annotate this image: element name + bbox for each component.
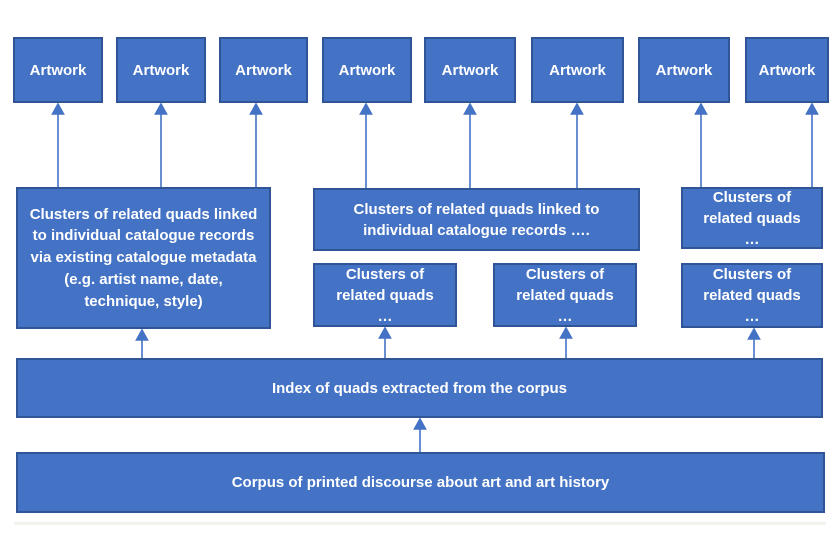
arrow-head (559, 326, 573, 339)
arrow-head (570, 102, 584, 115)
page-edge-line (14, 522, 826, 525)
artwork-box-5: Artwork (424, 37, 516, 103)
artwork-box-1: Artwork (13, 37, 103, 103)
cluster-small-label: Clusters of related quads … (516, 265, 614, 325)
artwork-label: Artwork (29, 61, 87, 79)
arrow-head (51, 102, 65, 115)
arrow-head (463, 102, 477, 115)
cluster-small-box-2: Clusters of related quads … (493, 263, 637, 327)
cluster-small-label: Clusters of related quads … (703, 188, 801, 248)
arrow-head (249, 102, 263, 115)
arrow-head (135, 328, 149, 341)
artwork-box-7: Artwork (638, 37, 730, 103)
index-label: Index of quads extracted from the corpus (271, 379, 568, 397)
arrow-head (805, 102, 819, 115)
cluster-left-label: Clusters of related quads linked to indi… (29, 205, 258, 310)
artwork-label: Artwork (549, 61, 606, 79)
arrow-head (359, 102, 373, 115)
cluster-wide-label: Clusters of related quads linked to indi… (353, 200, 600, 239)
artwork-label: Artwork (132, 61, 190, 79)
cluster-small-label: Clusters of related quads … (703, 266, 801, 325)
artwork-box-6: Artwork (531, 37, 624, 103)
cluster-small-box-3: Clusters of related quads … (681, 187, 823, 249)
artwork-label: Artwork (655, 61, 713, 79)
artwork-box-8: Artwork (745, 37, 829, 103)
artwork-box-2: Artwork (116, 37, 206, 103)
corpus-label: Corpus of printed discourse about art an… (231, 474, 610, 491)
cluster-small-label: Clusters of related quads … (336, 265, 434, 325)
cluster-small-box-4: Clusters of related quads … (681, 263, 823, 328)
cluster-left-box: Clusters of related quads linked to indi… (16, 187, 271, 329)
artwork-box-3: Artwork (219, 37, 308, 103)
cluster-small-box-1: Clusters of related quads … (313, 263, 457, 327)
arrow-head (154, 102, 168, 115)
arrow-head (694, 102, 708, 115)
artwork-label: Artwork (235, 61, 292, 79)
arrow-head (747, 327, 761, 340)
artwork-box-4: Artwork (322, 37, 412, 103)
arrow-head (413, 417, 427, 430)
index-box: Index of quads extracted from the corpus (16, 358, 823, 418)
artwork-label: Artwork (758, 61, 816, 79)
artwork-label: Artwork (441, 61, 499, 79)
arrow-head (378, 326, 392, 339)
corpus-box: Corpus of printed discourse about art an… (16, 452, 825, 513)
cluster-wide-box: Clusters of related quads linked to indi… (313, 188, 640, 251)
artwork-label: Artwork (338, 61, 396, 79)
